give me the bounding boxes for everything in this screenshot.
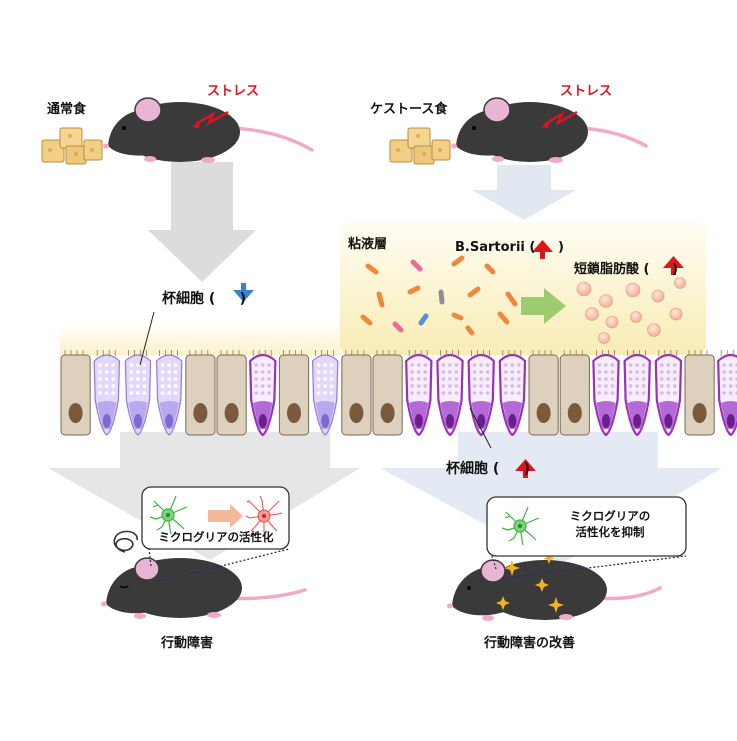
epithelial-cell [372, 350, 403, 436]
goblet-cell [623, 350, 651, 437]
cheese-icon-right [389, 127, 451, 165]
goblet-pointer-right [469, 407, 492, 449]
mucus-layer-label: 粘液層 [348, 237, 388, 252]
arrow-up-icon-scfa [663, 256, 684, 275]
activation-arrow [208, 504, 243, 528]
stress-bolt-left [195, 110, 229, 126]
dotted-link-left-b [161, 548, 290, 582]
goblet-label-right: 杯細胞 ( ) [446, 461, 531, 477]
epithelial-cell [185, 350, 216, 436]
goblet-cell [592, 350, 620, 437]
goblet-cell [405, 350, 433, 437]
bacteria-group [360, 255, 518, 336]
flow-arrow-left-top [148, 162, 256, 282]
stress-bolt-right [544, 110, 578, 126]
epithelial-cell [559, 350, 590, 436]
goblet-name-left: 杯細胞 [162, 291, 204, 307]
kestose-diet-label: ケストース食 [370, 102, 448, 117]
epithelial-cell [528, 350, 559, 436]
mouse-top-left [103, 97, 314, 163]
microglia-suppression-line1: ミクログリアの [569, 509, 651, 523]
scfa-label: 短鎖脂肪酸 ( ) [574, 262, 679, 277]
arrow-up-icon-bacteria [532, 240, 553, 259]
arrow-up-icon-goblet-right [515, 459, 536, 478]
goblet-cell [311, 350, 339, 436]
microglia-suppressed-icon [501, 506, 540, 546]
goblet-cell [249, 350, 277, 437]
goblet-cell [717, 350, 737, 437]
epithelial-cell [684, 350, 715, 436]
goblet-name-right: 杯細胞 [446, 461, 488, 477]
goblet-pointer-left [139, 311, 155, 366]
mucus-layer-left [60, 327, 340, 355]
mouse-top-right [451, 97, 648, 163]
sparkle-icons [496, 553, 564, 613]
goblet-cell [124, 350, 152, 436]
goblet-label-left: 杯細胞 ( ) [162, 291, 247, 307]
goblet-cell [498, 350, 527, 437]
green-arrow [521, 288, 566, 324]
scfa-name: 短鎖脂肪酸 [574, 262, 640, 277]
epithelial-cell [60, 350, 91, 436]
stress-label-left: ストレス [207, 84, 260, 99]
goblet-cell [436, 350, 464, 437]
epithelial-cell [341, 350, 372, 436]
epithelium [60, 350, 737, 437]
bacteria-label: B.Sartorii ( ) [455, 240, 564, 255]
microglia-suppression-line2: 活性化を抑制 [575, 525, 645, 539]
dizzy-spiral-icon [113, 530, 138, 553]
epithelial-cell [278, 350, 310, 436]
goblet-cell [93, 350, 121, 436]
microglia-activated-icon [245, 495, 283, 537]
goblet-cell [155, 350, 183, 436]
bacteria-name: B.Sartorii [455, 240, 525, 255]
mouse-bottom-right [447, 559, 662, 621]
microglia-box-right [486, 496, 687, 557]
normal-diet-label: 通常食 [47, 102, 87, 117]
stress-label-right: ストレス [560, 84, 613, 99]
arrow-down-icon-goblet-left [233, 283, 254, 302]
microglia-activation-text: ミクログリアの活性化 [158, 530, 274, 544]
cheese-icon-left [41, 127, 103, 165]
goblet-cell [654, 350, 683, 437]
scfa-spheres [576, 277, 686, 344]
goblet-cell [467, 350, 495, 437]
flow-arrow-right-top [472, 165, 576, 220]
epithelial-cell [216, 350, 247, 436]
microglia-resting-icon [149, 495, 188, 535]
behavior-impairment-label: 行動障害 [161, 636, 214, 651]
behavior-improvement-label: 行動障害の改善 [484, 636, 576, 651]
mouse-bottom-left [101, 557, 307, 619]
